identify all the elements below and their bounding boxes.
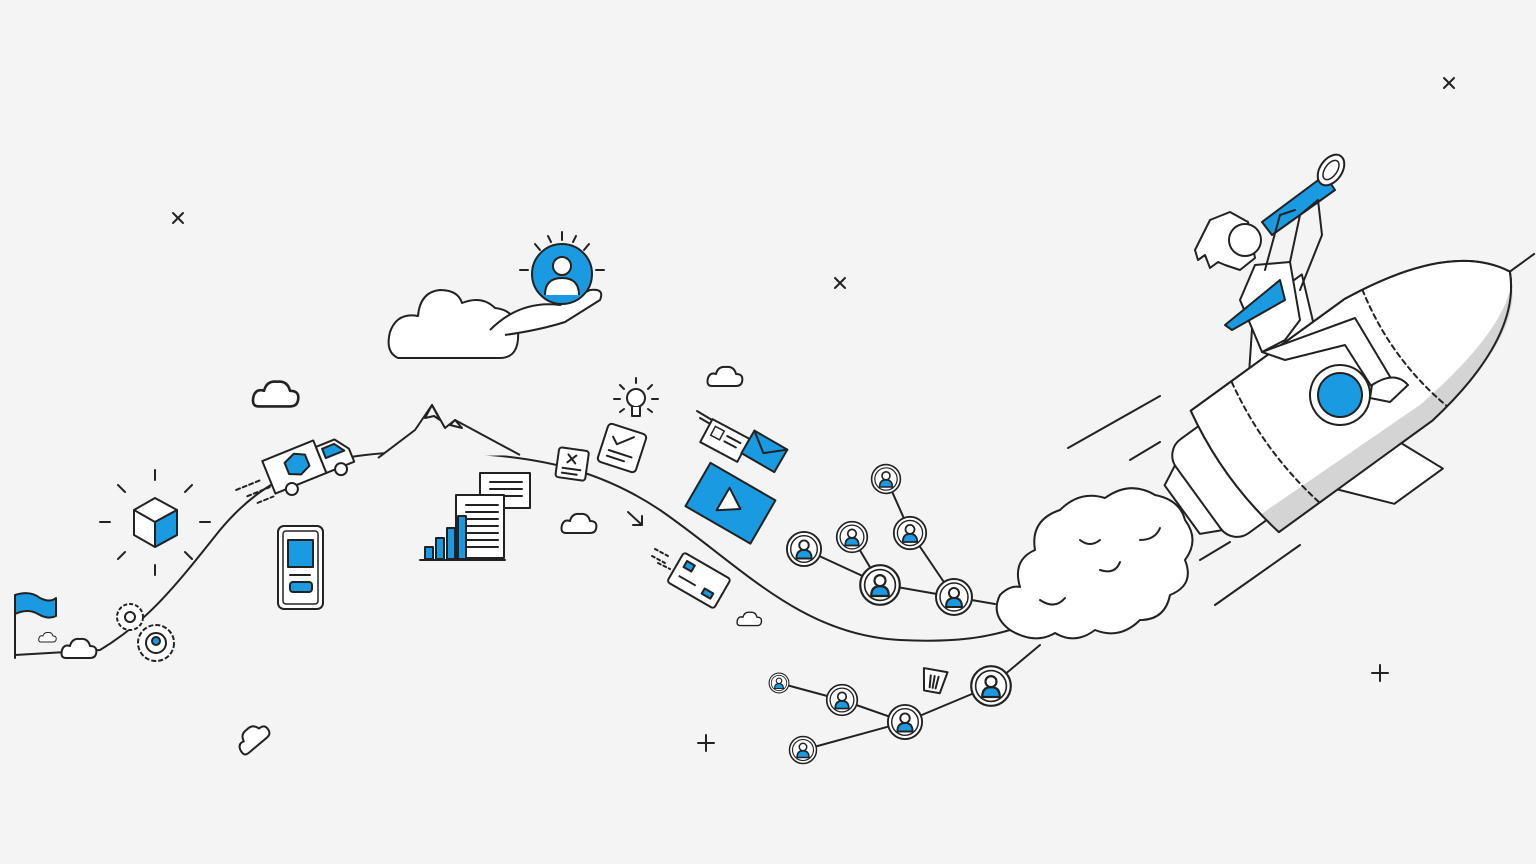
mountains-icon [377,404,521,459]
people-network-lower [768,644,1041,765]
person-node [859,564,901,606]
rejected-document-icon [554,446,590,482]
sparkle-x-icon [172,212,184,224]
mail-envelope-icon [696,410,789,474]
rocket-icon [1163,252,1536,538]
sparkle-plus-icon [1371,664,1389,682]
product-cube-icon [99,469,211,576]
person-node [835,520,869,554]
cloud-icon [736,611,763,627]
person-node [788,735,818,765]
people-network-upper [785,463,996,616]
sparkle-x-icon [834,277,846,289]
gears-icon [116,603,175,662]
trash-bin-icon [922,667,949,695]
rocket-smoke-cloud [995,487,1194,640]
sparkle-plus-icon [697,734,715,752]
credit-card-icon [651,548,731,609]
cloud-icon [231,717,273,758]
cloud-icon [706,365,744,387]
person-node [970,665,1012,707]
cloud-icon [251,380,300,408]
person-node [768,672,790,694]
sparkle-x-icon [1443,77,1455,89]
man-with-telescope-icon [1194,153,1409,403]
lightbulb-idea-icon [613,377,659,417]
person-node [785,530,823,568]
start-flag-icon [14,592,98,659]
speed-lines [1067,395,1301,606]
report-chart-icon [419,472,531,561]
person-node [892,515,928,551]
person-node [870,463,902,495]
person-node [886,703,924,741]
journey-path [14,450,1011,656]
person-node [935,578,973,616]
delivery-truck-icon [235,438,356,504]
approved-checklist-icon [596,422,648,474]
smartphone-icon [277,525,324,610]
person-node [825,683,859,717]
cloud-hand-talent-icon [387,231,605,359]
arrow-icon [627,511,643,526]
cloud-icon [560,512,598,534]
video-player-icon [684,461,777,545]
